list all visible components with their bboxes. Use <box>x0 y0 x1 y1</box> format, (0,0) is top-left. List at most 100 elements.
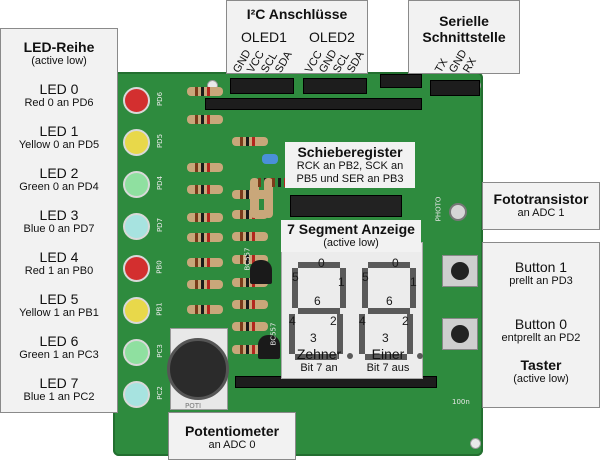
segment-number: 0 <box>318 256 325 270</box>
button-cap <box>451 262 469 280</box>
led-1 <box>123 129 150 156</box>
segment <box>298 262 340 268</box>
oled2-label: OLED2 <box>309 29 355 45</box>
seven-seg-title: 7 Segment Anzeige <box>287 221 415 237</box>
ones-sub: Bit 7 aus <box>366 362 410 374</box>
led-pin-label: PB0 <box>155 260 164 274</box>
segment <box>362 268 368 308</box>
oled2-header <box>303 78 367 94</box>
resistor <box>232 345 268 354</box>
serial-pinheader <box>380 74 422 88</box>
resistor <box>250 178 261 218</box>
capacitor <box>262 154 278 164</box>
led-pin-label: PC3 <box>155 344 164 358</box>
shift-title: Schieberegister <box>297 144 403 160</box>
button-0-switch[interactable] <box>442 318 478 350</box>
buttons-callout: Button 1 prellt an PD3 Button 0 entprell… <box>482 242 600 408</box>
decimal-point <box>417 353 423 359</box>
led-6 <box>123 339 150 366</box>
poti-title: Potentiometer <box>184 423 280 439</box>
i2c-title: I²C Anschlüsse <box>246 6 348 22</box>
transistor <box>250 260 272 284</box>
pin-label: SDA <box>345 49 367 75</box>
shift-line-1: RCK an PB2, SCK an <box>296 160 404 172</box>
capacitor-label: 100n <box>452 398 470 406</box>
led-desc: Blue 0 an PD7 <box>23 223 95 235</box>
segment <box>410 268 416 308</box>
potentiometer-knob[interactable] <box>167 338 229 400</box>
resistor <box>232 322 268 331</box>
led-desc: Red 0 an PD6 <box>24 97 94 109</box>
led-row-title: LED-Reihe <box>23 39 95 55</box>
segment <box>289 314 295 354</box>
segment-number: 2 <box>330 314 337 328</box>
led-pin-label: PD7 <box>156 217 165 233</box>
led-name: LED 6 <box>39 333 79 349</box>
led-desc: Yellow 0 an PD5 <box>18 139 100 151</box>
led-0 <box>123 87 150 114</box>
transistor <box>258 335 280 359</box>
segment-number: 6 <box>314 294 321 308</box>
segment <box>340 268 346 308</box>
led-pin-label: PD5 <box>156 133 165 149</box>
serial-title-1: Serielle <box>439 13 489 29</box>
shift-register-callout: Schieberegister RCK an PB2, SCK an PB5 u… <box>285 142 415 188</box>
led-7 <box>123 381 150 408</box>
button-1-switch[interactable] <box>442 255 478 287</box>
transistor-label: BC557 <box>243 247 252 271</box>
resistor <box>187 280 223 289</box>
segment-number: 0 <box>392 256 399 270</box>
led-pin-label: PD6 <box>156 91 165 107</box>
segment-number: 2 <box>402 314 409 328</box>
photo-label: PHOTO <box>434 196 443 222</box>
led-row-subtitle: (active low) <box>31 55 87 67</box>
segment-number: 4 <box>359 314 366 328</box>
segment <box>292 268 298 308</box>
taster-title: Taster <box>520 357 562 373</box>
phototransistor <box>449 203 467 221</box>
led-desc: Blue 1 an PC2 <box>23 391 95 403</box>
led-2 <box>123 171 150 198</box>
seven-seg-subtitle: (active low) <box>323 237 379 249</box>
led-desc: Green 0 an PD4 <box>19 181 99 193</box>
led-5 <box>123 297 150 324</box>
resistor <box>187 305 223 314</box>
resistor <box>232 232 268 241</box>
potentiometer-callout: Potentiometer an ADC 0 <box>168 412 296 460</box>
photo-desc: an ADC 1 <box>517 207 565 219</box>
resistor <box>187 163 223 172</box>
led-name: LED 0 <box>39 81 79 97</box>
segment <box>365 354 407 360</box>
resistor <box>187 87 223 96</box>
segment-number: 1 <box>410 275 417 289</box>
button0-title: Button 0 <box>514 316 568 332</box>
segment <box>368 308 410 314</box>
oled1-label: OLED1 <box>241 29 287 45</box>
shift-register-chip <box>290 195 402 217</box>
led-3 <box>123 213 150 240</box>
resistor <box>232 255 268 264</box>
decimal-point <box>347 353 353 359</box>
button1-desc: prellt an PD3 <box>509 275 573 287</box>
led-desc: Red 1 an PB0 <box>24 265 94 277</box>
led-pin-label: PD4 <box>156 175 165 191</box>
transistor-label: BC557 <box>269 322 278 346</box>
button-cap <box>451 325 469 343</box>
led-name: LED 2 <box>39 165 79 181</box>
segment-number: 5 <box>362 270 369 284</box>
shift-line-2: PB5 und SER an PB3 <box>296 173 404 185</box>
segment-number: 5 <box>292 270 299 284</box>
led-desc: Green 1 an PC3 <box>19 349 99 361</box>
led-name: LED 1 <box>39 123 79 139</box>
led-pin-label: PC2 <box>155 386 164 400</box>
led-4 <box>123 255 150 282</box>
segment <box>295 354 337 360</box>
resistor <box>187 258 223 267</box>
oled1-header <box>230 78 294 94</box>
